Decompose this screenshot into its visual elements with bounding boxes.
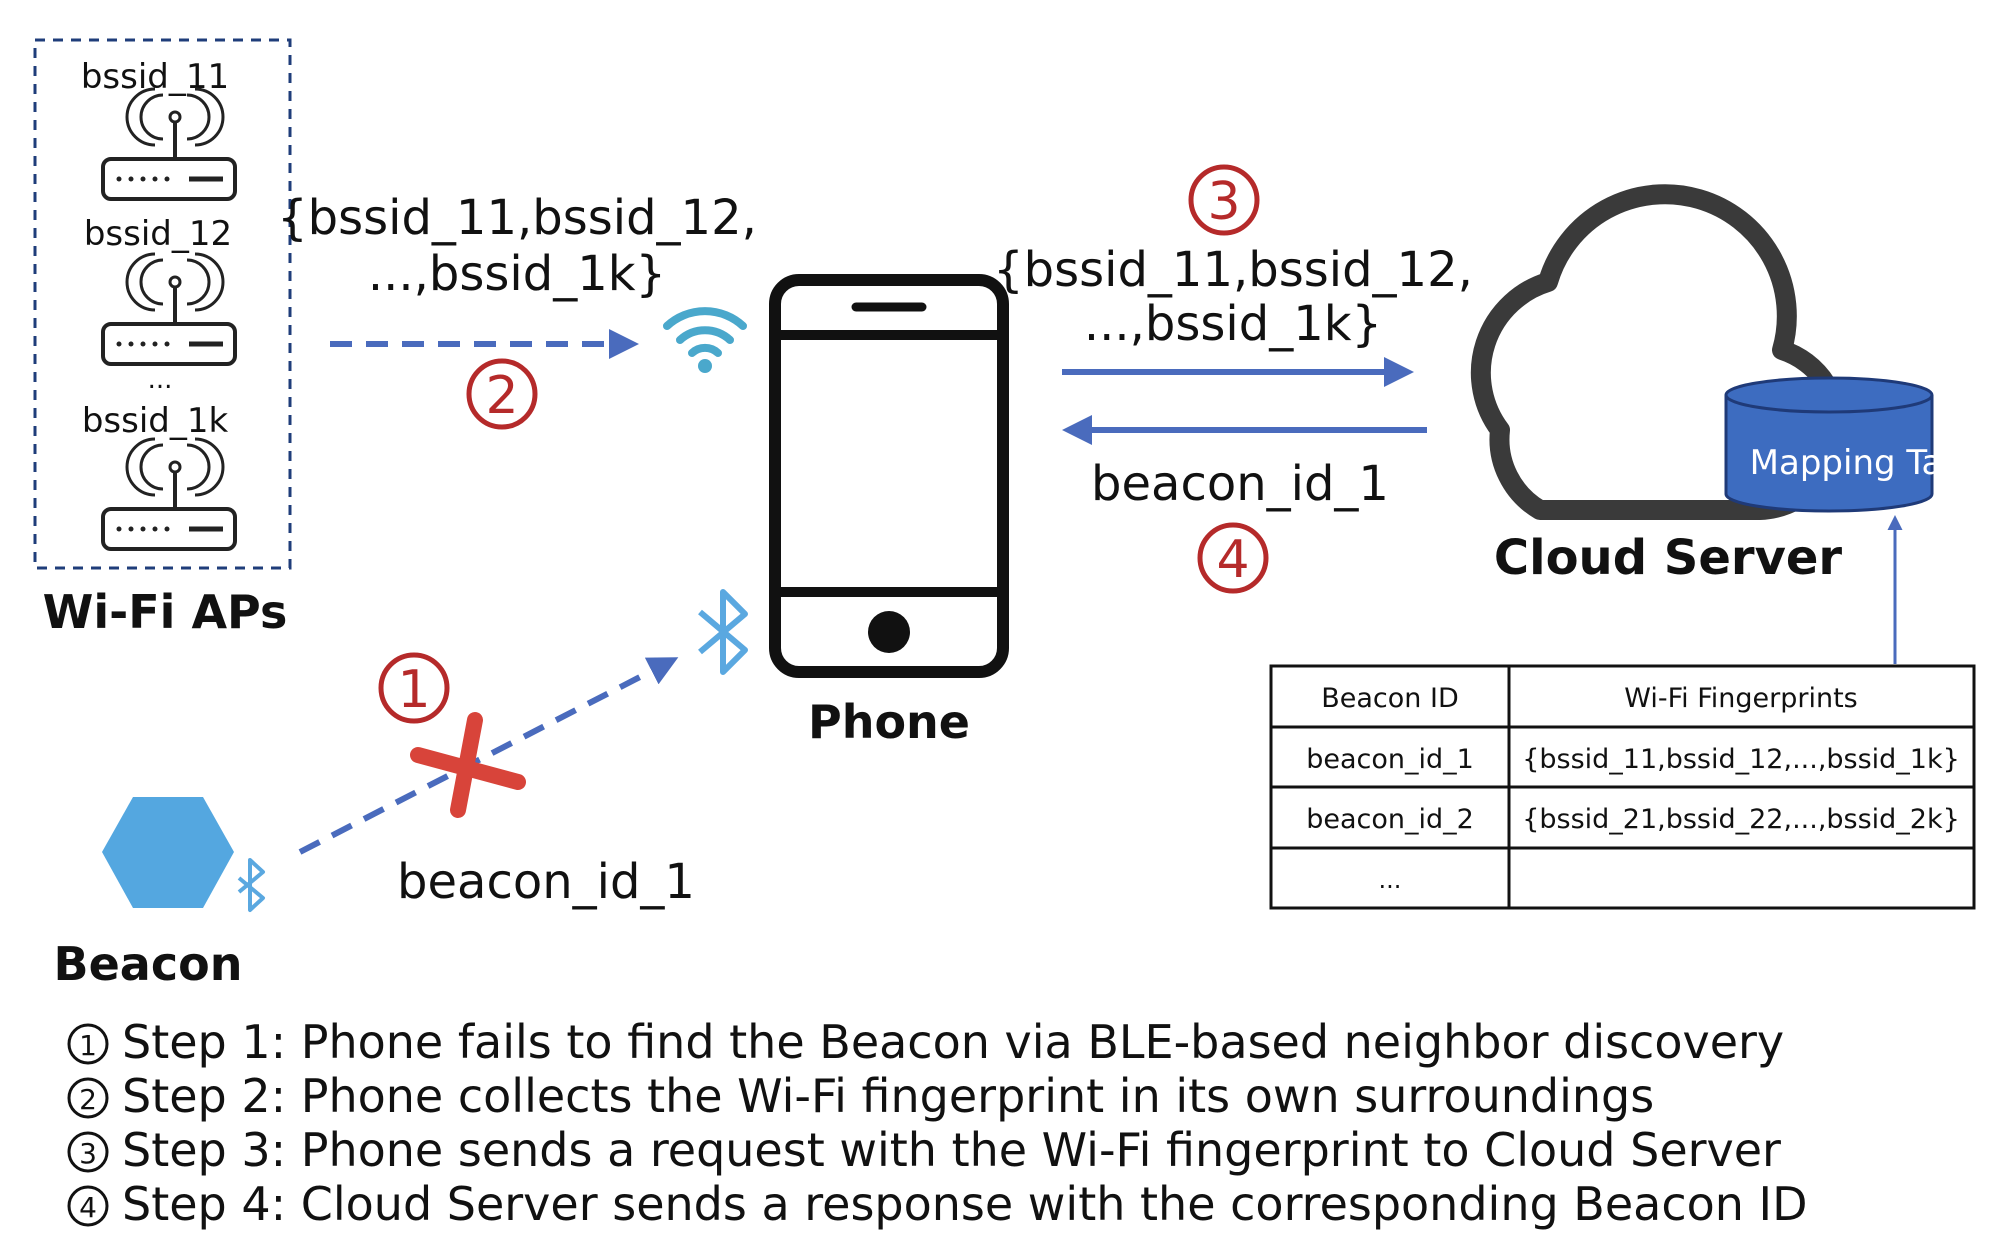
step-legend: 1 Step 1: Phone fails to find the Beacon… (67, 1015, 1808, 1231)
beacon-label: Beacon (54, 937, 243, 991)
bluetooth-icon (698, 589, 748, 675)
bssid-ellipsis: ... (148, 365, 173, 395)
step2-fingerprint-line2: ...,bssid_1k} (368, 246, 666, 302)
wifi-aps-dashed-border (33, 38, 292, 570)
response-label: beacon_id_1 (1091, 456, 1389, 512)
router-icon (103, 439, 235, 549)
table-cell: beacon_id_2 (1306, 804, 1474, 835)
mapping-table-database-icon: Mapping Table (1724, 376, 1995, 513)
mapping-table: Beacon ID Wi-Fi Fingerprints beacon_id_1… (1269, 664, 1976, 910)
phone-label: Phone (808, 695, 970, 749)
cloud-server-label: Cloud Server (1494, 530, 1843, 586)
wifi-aps-group: bssid_11 bssid_12 ... bssid_1k Wi-Fi APs (33, 38, 292, 639)
step4-marker: 4 (1197, 522, 1269, 594)
table-header-fingerprints: Wi-Fi Fingerprints (1624, 683, 1858, 714)
step3-fingerprint-line1: {bssid_11,bssid_12, (993, 242, 1473, 298)
phone-icon (769, 274, 1009, 678)
svg-text:Step 2: Phone collects the Wi-: Step 2: Phone collects the Wi-Fi fingerp… (122, 1069, 1654, 1123)
svg-text:2: 2 (79, 1083, 97, 1116)
mapping-table-label: Mapping Table (1750, 443, 1995, 483)
step3-marker: 3 (1188, 164, 1260, 236)
table-cell: ... (1379, 866, 1402, 894)
bssid-label-2: bssid_12 (84, 214, 232, 254)
beacon-hexagon-icon (102, 797, 234, 908)
step2-marker: 2 (466, 358, 538, 430)
svg-text:1: 1 (397, 660, 430, 720)
svg-text:2: 2 (485, 366, 518, 426)
failure-cross-icon (410, 712, 526, 818)
step3-fingerprint-line2: ...,bssid_1k} (1084, 296, 1382, 352)
svg-text:4: 4 (1216, 530, 1249, 590)
svg-text:Step 3: Phone sends a request: Step 3: Phone sends a request with the W… (122, 1123, 1781, 1177)
legend-item: 3 Step 3: Phone sends a request with the… (67, 1123, 1781, 1177)
step2-fingerprint-line1: {bssid_11,bssid_12, (277, 190, 757, 246)
table-cell: beacon_id_1 (1306, 744, 1474, 775)
table-cell: {bssid_11,bssid_12,...,bssid_1k} (1522, 744, 1960, 775)
wifi-signal-icon (663, 307, 747, 373)
beacon-broadcast-label: beacon_id_1 (397, 854, 695, 910)
svg-text:Step 1: Phone fails to find th: Step 1: Phone fails to find the Beacon v… (122, 1015, 1784, 1069)
wifi-aps-label: Wi-Fi APs (43, 585, 288, 639)
legend-item: 1 Step 1: Phone fails to find the Beacon… (67, 1015, 1784, 1069)
table-header-beacon-id: Beacon ID (1321, 683, 1459, 714)
svg-text:Step 4: Cloud Server sends a r: Step 4: Cloud Server sends a response wi… (122, 1177, 1808, 1231)
svg-text:3: 3 (1207, 172, 1240, 232)
svg-text:3: 3 (79, 1137, 97, 1170)
step1-marker: 1 (378, 652, 450, 724)
router-icon (103, 254, 235, 364)
bluetooth-icon (237, 858, 265, 912)
step1-dashed-arrow (298, 657, 679, 855)
table-cell: {bssid_21,bssid_22,...,bssid_2k} (1522, 804, 1960, 835)
svg-text:4: 4 (79, 1191, 97, 1224)
legend-item: 4 Step 4: Cloud Server sends a response … (67, 1177, 1808, 1231)
legend-item: 2 Step 2: Phone collects the Wi-Fi finge… (67, 1069, 1654, 1123)
bssid-label-k: bssid_1k (82, 401, 229, 441)
svg-text:1: 1 (79, 1029, 97, 1062)
router-icon (103, 89, 235, 199)
